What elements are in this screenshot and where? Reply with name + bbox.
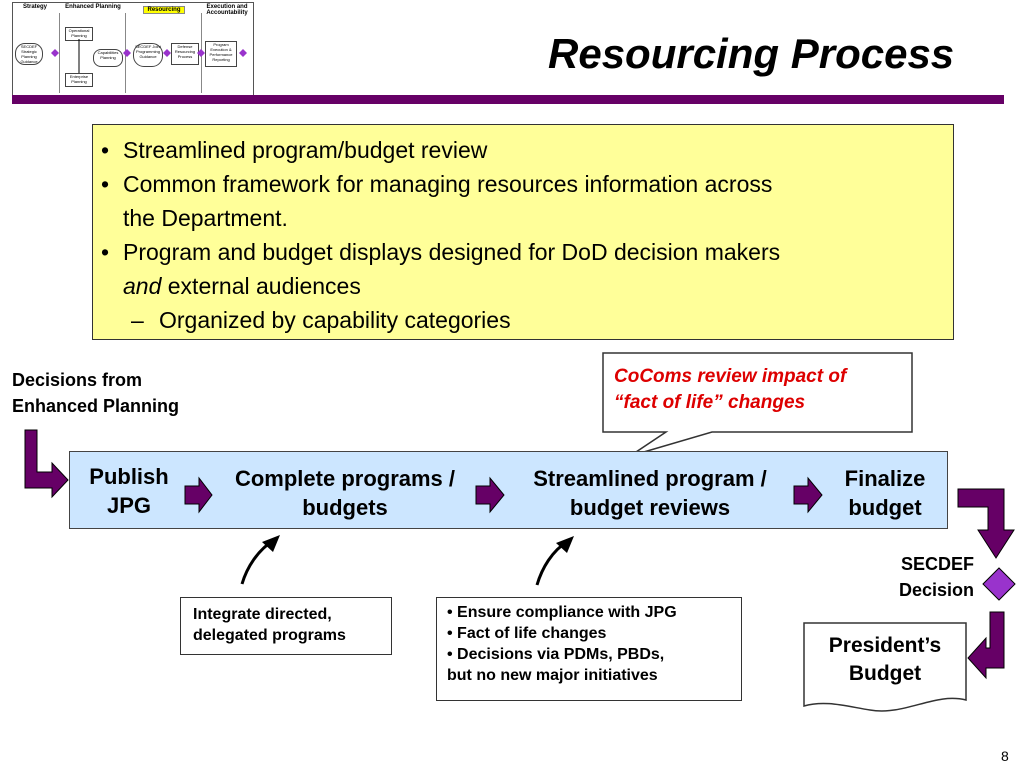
callout-text: CoComs review impact of “fact of life” c… [614,364,906,416]
step-line: Complete programs / [234,466,456,491]
note-line: Integrate directed, [193,606,332,623]
step-line: Streamlined program / [533,466,767,491]
bullet-dot-icon: • [101,171,110,197]
note-box-review-items: • Ensure compliance with JPG • Fact of l… [436,597,742,701]
decisions-from-label: Decisions from Enhanced Planning [12,367,179,419]
bullet-emphasis: and [123,273,162,299]
bullet-text: Common framework for managing resources … [123,171,773,197]
note-line: but no new major initiatives [447,667,658,684]
map-diamond-icon [123,49,131,57]
map-box-strategic-guidance: SECDEF Strategic Planning Guidance [15,43,43,65]
note-line: • Decisions via PDMs, PBDs, [447,646,665,663]
map-diamond-icon [239,49,247,57]
step-line: Finalize [844,466,926,491]
label-line: Enhanced Planning [12,396,180,416]
slide-title: Resourcing Process [548,30,955,77]
map-diamond-icon [51,49,59,57]
bullet-dot-icon: • [101,239,110,265]
step-finalize-budget: Finalize budget [820,464,950,522]
map-box-capabilities: Capabilities Planning [93,49,123,67]
bullet-box: • Streamlined program/budget review • Co… [92,124,954,340]
bullet-item: • Streamlined program/budget review [101,133,943,167]
bullet-text: the Department. [123,205,288,231]
bullet-text: Streamlined program/budget review [123,137,488,163]
callout-line: CoComs review impact of [614,366,847,387]
map-header-enhanced-planning: Enhanced Planning [65,4,121,10]
bent-arrow-icon [24,429,69,499]
note-line: • Ensure compliance with JPG [447,604,677,621]
block-arrow-icon [184,476,213,514]
map-diamond-icon [163,49,171,57]
label-line: SECDEF [900,554,974,574]
bullet-dot-icon: • [101,137,110,163]
bullet-item: • Program and budget displays designed f… [101,235,943,303]
bent-arrow-down-icon [957,488,1015,559]
bullet-sub-text: Organized by capability categories [159,307,511,333]
map-header-strategy: Strategy [22,4,47,10]
bullet-text: external audiences [161,273,361,299]
callout-line: “fact of life” changes [614,392,806,413]
step-line: budgets [302,495,388,520]
map-box-enterprise: Enterprise Planning [65,73,93,87]
note-box-integrate: Integrate directed, delegated programs [180,597,392,655]
label-line: President’s [828,634,942,657]
arrowhead-icon [262,535,280,552]
label-line: Decision [898,580,974,600]
map-header-resourcing: Resourcing [143,6,185,14]
map-divider [59,13,60,93]
step-line: budget [848,495,922,520]
map-diamond-icon [197,49,205,57]
block-arrow-icon [475,476,505,514]
step-line: JPG [106,493,152,518]
bullet-text: Program and budget displays designed for… [123,239,781,265]
note-line: • Fact of life changes [447,625,607,642]
step-line: Publish [89,464,169,489]
block-arrow-icon [793,476,823,514]
title-underline-bar [12,95,1004,104]
process-map-thumbnail: Strategy Enhanced Planning Resourcing Ex… [12,2,254,96]
step-complete-programs: Complete programs / budgets [210,464,480,522]
callout-shape [602,352,913,457]
step-publish-jpg: Publish JPG [74,462,184,520]
document-shape [803,622,967,712]
map-box-jpg: SECDEF Joint Programming Guidance [133,43,163,67]
dash-icon: – [131,307,144,333]
map-diamonds [51,39,247,73]
label-line: Budget [848,662,922,685]
map-box-resourcing-process: Defense Resourcing Process [171,43,199,65]
decision-diamond-icon [982,567,1016,601]
arrowhead-icon [556,536,574,553]
bent-arrow-left-icon [967,611,1005,680]
bullet-sub-item: – Organized by capability categories [101,303,943,337]
secdef-decision-label: SECDEF Decision [866,551,974,603]
presidents-budget-label: President’s Budget [804,632,966,688]
bullet-item: • Common framework for managing resource… [101,167,943,235]
note-line: delegated programs [193,627,346,644]
page-number: 8 [1001,748,1009,764]
map-header-execution: Execution and Accountability [206,4,248,16]
step-streamlined-review: Streamlined program / budget reviews [508,464,792,522]
map-box-execution: Program Execution & Performance Reportin… [205,41,237,67]
step-line: budget reviews [569,495,731,520]
label-line: Decisions from [12,370,143,390]
callout-bubble [602,352,913,457]
